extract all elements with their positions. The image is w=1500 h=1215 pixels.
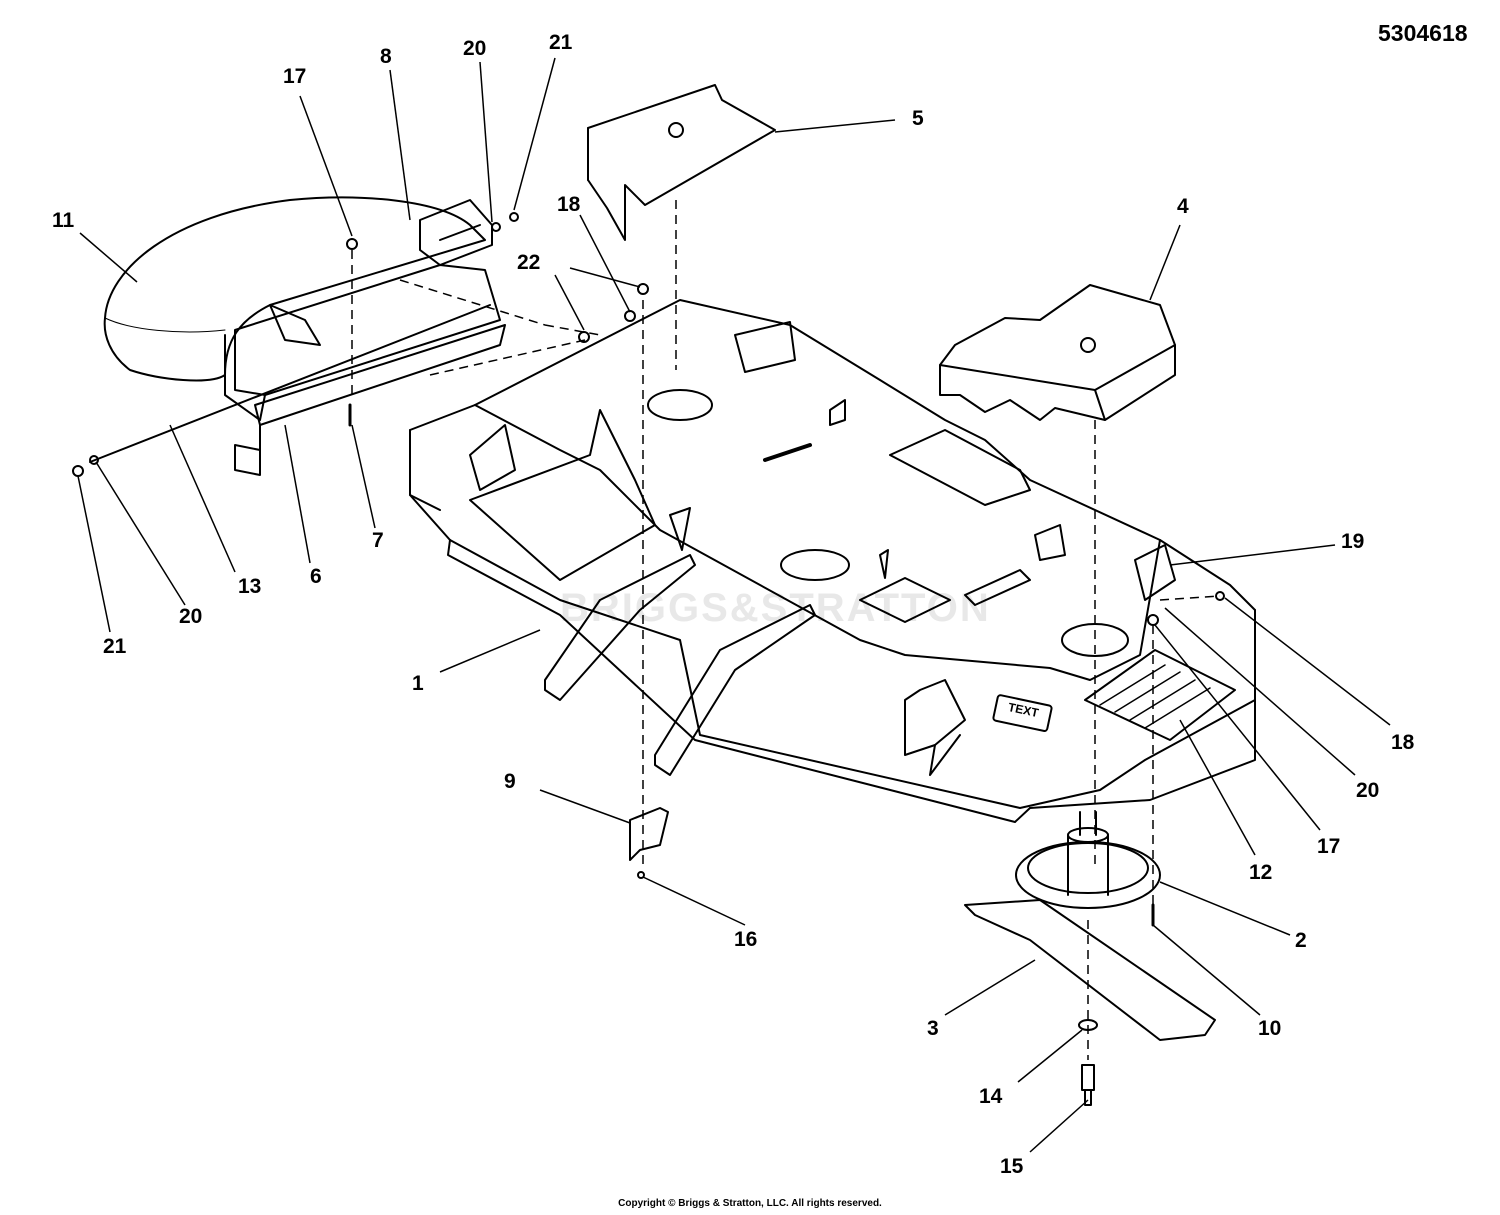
bracket-part-9 (629, 807, 669, 861)
screw-part-16 (637, 871, 645, 879)
callout-18[interactable]: 18 (557, 193, 581, 216)
callout-6[interactable]: 6 (310, 565, 322, 588)
deflector-plate-part-6 (234, 324, 506, 476)
callout-8[interactable]: 8 (380, 45, 392, 68)
callout-17[interactable]: 17 (283, 65, 307, 88)
chute-bracket-part-8 (224, 199, 501, 421)
discharge-chute-part-11 (103, 196, 486, 382)
callout-14[interactable]: 14 (979, 1085, 1003, 1108)
washer-part-20 (89, 455, 99, 465)
belt-cover-part-4 (939, 284, 1176, 421)
callout-18[interactable]: 18 (1391, 731, 1415, 754)
callout-4[interactable]: 4 (1177, 195, 1189, 218)
washer-part-20b (491, 222, 501, 232)
callout-2[interactable]: 2 (1295, 929, 1307, 952)
callout-10[interactable]: 10 (1258, 1017, 1282, 1040)
spindle-assembly-part-2 (1015, 811, 1161, 909)
diagram-id: 5304618 (1378, 20, 1468, 46)
callout-19[interactable]: 19 (1341, 530, 1365, 553)
copyright-notice: Copyright © Briggs & Stratton, LLC. All … (618, 1198, 882, 1209)
nut-part-17 (346, 238, 358, 250)
callout-13[interactable]: 13 (238, 575, 262, 598)
nut-part-22 (637, 283, 649, 295)
mower-blade-part-3 (964, 899, 1216, 1041)
nut-part-17b (1147, 614, 1159, 626)
callout-12[interactable]: 12 (1249, 861, 1273, 884)
callout-22[interactable]: 22 (517, 251, 541, 274)
pin-part-18 (1215, 591, 1225, 601)
nut-part-22b (578, 331, 590, 343)
callout-11[interactable]: 11 (52, 209, 75, 232)
assembly-lines (351, 200, 1221, 1060)
callout-20[interactable]: 20 (463, 37, 487, 60)
blade-bolt-part-15 (1081, 1064, 1095, 1106)
hinge-rod-part-13 (89, 304, 491, 463)
callout-17[interactable]: 17 (1317, 835, 1341, 858)
callout-20[interactable]: 20 (179, 605, 203, 628)
nut-part-18 (624, 310, 636, 322)
callout-21[interactable]: 21 (549, 31, 573, 54)
nut-part-21 (72, 465, 84, 477)
callout-3[interactable]: 3 (927, 1017, 939, 1040)
callout-1[interactable]: 1 (412, 672, 424, 695)
callout-16[interactable]: 16 (734, 928, 758, 951)
callout-9[interactable]: 9 (504, 770, 516, 793)
callout-15[interactable]: 15 (1000, 1155, 1024, 1178)
nut-part-21b (509, 212, 519, 222)
callout-21[interactable]: 21 (103, 635, 127, 658)
callout-7[interactable]: 7 (372, 529, 384, 552)
callout-5[interactable]: 5 (912, 107, 924, 130)
callout-20[interactable]: 20 (1356, 779, 1380, 802)
belt-cover-part-5 (587, 84, 776, 241)
mower-deck-part-1 (409, 299, 1256, 823)
leader-lines (77, 57, 1391, 1153)
